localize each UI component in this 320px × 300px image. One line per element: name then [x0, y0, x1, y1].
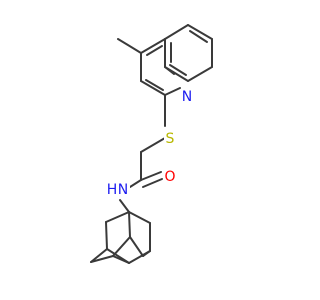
bond	[105, 211, 130, 223]
bond	[90, 255, 114, 263]
bond	[140, 38, 166, 54]
double-bond-inner	[169, 64, 187, 76]
bond	[112, 236, 131, 257]
bond	[129, 236, 144, 257]
bond	[164, 87, 181, 96]
amide-hydrogen-label: H	[107, 182, 118, 198]
carbonyl-oxygen-label: O	[164, 169, 175, 185]
amide-nitrogen-label: N	[118, 182, 128, 198]
bond	[187, 24, 213, 40]
bond	[164, 24, 189, 40]
bond	[142, 250, 151, 257]
bond-sulfur-ch2	[140, 137, 166, 153]
bond-carbonyl-amide-n	[129, 179, 142, 188]
atom-label-sulfur: S	[164, 131, 175, 147]
quinoline-pyridine-ring	[140, 38, 181, 96]
bond	[128, 211, 131, 238]
bond	[105, 221, 108, 250]
bond	[140, 80, 166, 96]
bond	[90, 248, 108, 263]
sulfur-label: S	[166, 131, 175, 147]
bond-amide-n-adamantane	[119, 199, 130, 213]
methyl-bond	[117, 38, 142, 54]
adamantane-cage	[90, 211, 151, 264]
carbonyl-bond	[140, 171, 162, 181]
quinoline-nitrogen-label: N	[182, 89, 192, 105]
double-bond-inner	[189, 30, 208, 43]
bond	[187, 66, 213, 82]
quinoline-benzo-ring	[164, 24, 213, 82]
atom-label-carbonyl-oxygen: O	[164, 169, 176, 185]
atom-label-amide-nh: H N	[106, 182, 130, 198]
bond	[128, 211, 151, 224]
bond	[164, 66, 175, 75]
atom-label-quinoline-nitrogen: N	[181, 89, 192, 105]
carbonyl-double-bond	[142, 178, 163, 188]
bond	[112, 255, 130, 264]
double-bond-inner	[146, 45, 163, 56]
double-bond-inner	[145, 79, 164, 91]
molecule-structure: N S O H N	[90, 24, 213, 264]
